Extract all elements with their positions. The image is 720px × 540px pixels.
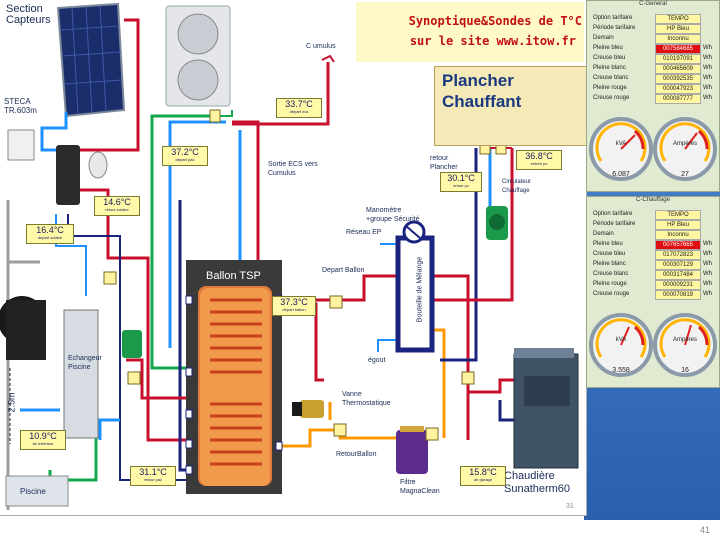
- chaudiere-sunatherm: [513, 348, 579, 469]
- height-label: 2.5m: [6, 392, 17, 413]
- solar-collector: [56, 2, 126, 118]
- vanne-label: Vanne Thermostatique: [342, 391, 391, 407]
- vanne-thermostatique: [292, 400, 324, 418]
- depart-ballon-label: Depart Ballon: [322, 267, 365, 274]
- amperes-gauge: [653, 313, 717, 377]
- kva-gauge-value: 6.087: [612, 171, 630, 178]
- panel-title: C-General: [639, 1, 667, 7]
- piscine-box: [5, 475, 69, 507]
- retour-ballon-label: RetourBallon: [336, 451, 377, 458]
- kva-gauge: [589, 313, 653, 377]
- heat-pump-unit: [165, 5, 231, 107]
- kva-gauge-label: kVA: [615, 141, 627, 147]
- echangeur-label: Echangeur Piscine: [68, 355, 102, 371]
- c-umulus-label: C umulus: [306, 43, 336, 50]
- circulateur-label: Circulateur Chauffage: [502, 179, 532, 194]
- kva-gauge-label: kVA: [615, 337, 627, 343]
- kva-gauge-value: 3.558: [612, 367, 630, 374]
- filtre-label: Filtre MagnaClean: [400, 479, 440, 495]
- ballon-tsp-tank: [186, 260, 282, 494]
- circulateur-pump: [486, 206, 508, 240]
- gauges: [589, 117, 717, 181]
- expansion-vessel: [88, 151, 108, 179]
- steca-controller: [7, 129, 35, 161]
- steca-label: STECA TR.603m: [4, 97, 37, 115]
- title-line-1: Synoptique&Sondes de T°C: [408, 14, 582, 28]
- bouteille-label: Bouteille de Mélange: [416, 256, 424, 323]
- egout-label: égout: [368, 357, 386, 364]
- page-number: 41: [700, 525, 711, 535]
- amperes-gauge-value: 27: [681, 171, 689, 178]
- solar-station: [56, 145, 80, 205]
- echangeur-plate: [63, 309, 99, 439]
- amperes-gauge-label: Ampères: [672, 337, 697, 343]
- piscine-pump: [0, 296, 46, 360]
- amperes-gauge-value: 16: [681, 367, 689, 374]
- ballon-sensors: [185, 295, 283, 475]
- reseau-ep-label: Réseau EP: [346, 229, 382, 236]
- plancher-chauffant-label: Plancher Chauffant: [442, 71, 522, 111]
- piscine-circulator: [122, 330, 142, 358]
- title-line-2: sur le site www.itow.fr: [409, 34, 576, 48]
- ballon-tsp-label: Ballon TSP: [206, 270, 261, 282]
- chaudiere-label: Chaudière Sunatherm60: [504, 470, 571, 495]
- filtre-magnaclean: [396, 426, 428, 474]
- retour-plancher-label: retour Plancher: [430, 155, 458, 171]
- amperes-gauge-label: Ampères: [672, 141, 697, 147]
- gauges: [589, 313, 717, 377]
- amperes-gauge: [653, 117, 717, 181]
- piscine-label: Piscine: [20, 487, 46, 496]
- slide-small-number: 31: [566, 503, 574, 510]
- manometre-label: Manomètre +groupe Sécurité: [366, 207, 420, 223]
- plancher-chauffant-box: [434, 66, 588, 146]
- section-capteurs-label: Section Capteurs: [6, 3, 51, 26]
- kva-gauge: [589, 117, 653, 181]
- sortie-ecs-label: Sortie ECS vers Cumulus: [268, 161, 318, 177]
- pipe-network: [0, 2, 579, 510]
- title-banner: [356, 2, 584, 62]
- panel-title: C-Chauffage: [636, 197, 670, 203]
